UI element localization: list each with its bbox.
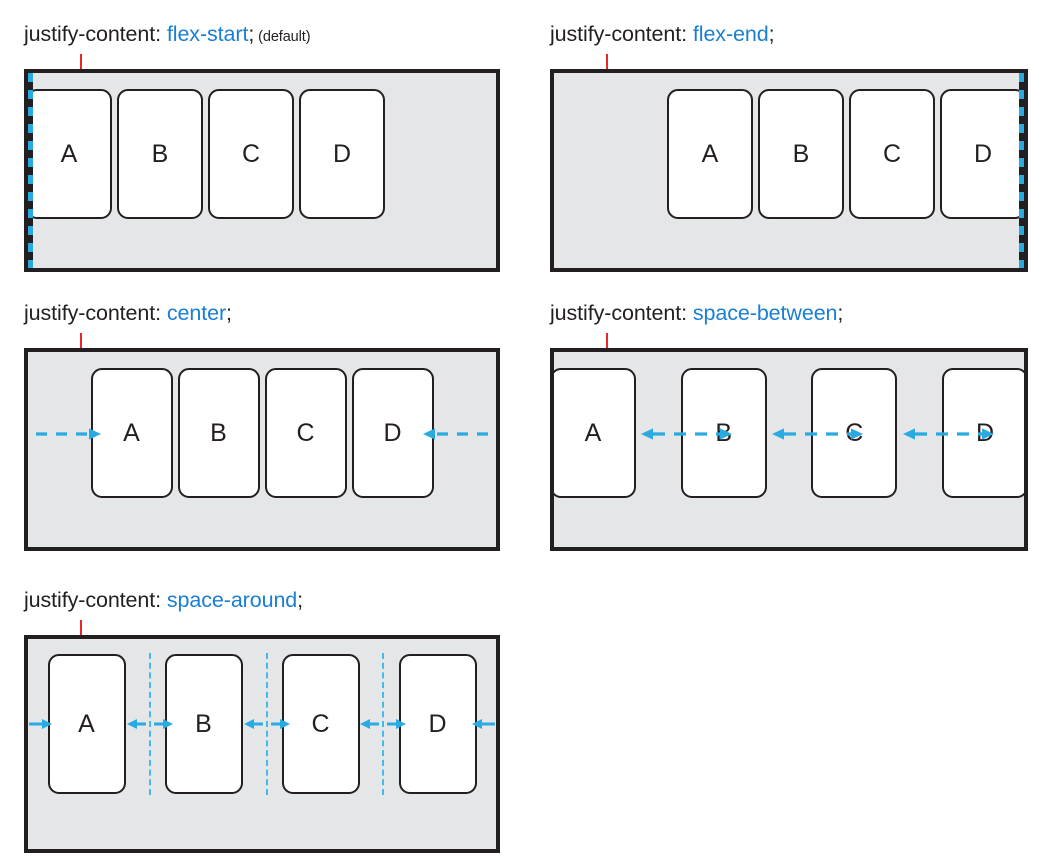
title-value: center	[166, 301, 227, 325]
flex-start-edge-marker	[28, 73, 33, 268]
space-around-pair-arrow-icon	[360, 719, 406, 729]
flex-item: D	[299, 89, 385, 219]
title-prefix: justify-content:	[24, 588, 167, 612]
flex-item: D	[940, 89, 1024, 219]
title-prefix: justify-content:	[550, 301, 693, 325]
space-around-divider	[266, 653, 268, 795]
flex-items-row: A B C D	[28, 89, 496, 219]
flex-end-edge-marker	[1019, 73, 1024, 268]
flex-item: C	[849, 89, 935, 219]
center-right-arrow-icon	[423, 428, 488, 440]
title-semicolon: ;	[248, 22, 255, 46]
space-between-gap-arrow-icon	[903, 428, 994, 440]
title-prefix: justify-content:	[24, 22, 167, 46]
title-value: flex-start	[166, 22, 249, 46]
space-around-divider	[382, 653, 384, 795]
flex-item: A	[554, 368, 636, 498]
panel-title-flex-start: justify-content: flex-start; (default)	[24, 22, 500, 46]
panel-title-space-around: justify-content: space-around;	[24, 588, 500, 612]
panel-space-between: justify-content: space-between;	[550, 301, 1028, 365]
title-prefix: justify-content:	[24, 301, 167, 325]
title-note: (default)	[254, 29, 311, 45]
flex-item: B	[177, 368, 260, 498]
title-semicolon: ;	[837, 301, 844, 325]
panel-center: justify-content: center;	[24, 301, 500, 365]
flex-item: B	[117, 89, 203, 219]
space-between-gap-arrow-icon	[772, 428, 863, 440]
flex-item: C	[208, 89, 294, 219]
title-prefix: justify-content:	[550, 22, 693, 46]
space-around-pair-arrow-icon	[244, 719, 290, 729]
flex-container-flex-start: A B C D	[24, 69, 500, 272]
flex-item: A	[667, 89, 753, 219]
flex-item: C	[281, 654, 360, 794]
title-semicolon: ;	[768, 22, 775, 46]
space-around-divider	[149, 653, 151, 795]
flex-container-center: A B C D	[24, 348, 500, 551]
panel-title-flex-end: justify-content: flex-end;	[550, 22, 1028, 46]
title-value: space-around	[166, 588, 298, 612]
flex-item: B	[758, 89, 844, 219]
panel-space-around: justify-content: space-around;	[24, 588, 500, 652]
panel-flex-end: justify-content: flex-end;	[550, 22, 1028, 86]
title-value: space-between	[692, 301, 838, 325]
flex-item: C	[264, 368, 347, 498]
panel-flex-start: justify-content: flex-start; (default)	[24, 22, 500, 86]
center-left-arrow-icon	[36, 428, 101, 440]
space-around-pair-arrow-icon	[127, 719, 173, 729]
flex-container-space-between: A B C D	[550, 348, 1028, 551]
title-value: flex-end	[692, 22, 769, 46]
flex-item: D	[398, 654, 477, 794]
panel-title-space-between: justify-content: space-between;	[550, 301, 1028, 325]
space-around-edge-arrow-icon	[472, 719, 495, 729]
space-between-gap-arrow-icon	[641, 428, 732, 440]
panel-title-center: justify-content: center;	[24, 301, 500, 325]
flex-items-row: A B C D	[554, 89, 1024, 219]
flex-container-flex-end: A B C D	[550, 69, 1028, 272]
title-semicolon: ;	[297, 588, 304, 612]
flex-item: A	[28, 89, 112, 219]
flex-item: A	[47, 654, 126, 794]
title-semicolon: ;	[226, 301, 232, 325]
space-around-edge-arrow-icon	[29, 719, 52, 729]
flex-item: B	[164, 654, 243, 794]
flex-container-space-around: A B C D	[24, 635, 500, 853]
